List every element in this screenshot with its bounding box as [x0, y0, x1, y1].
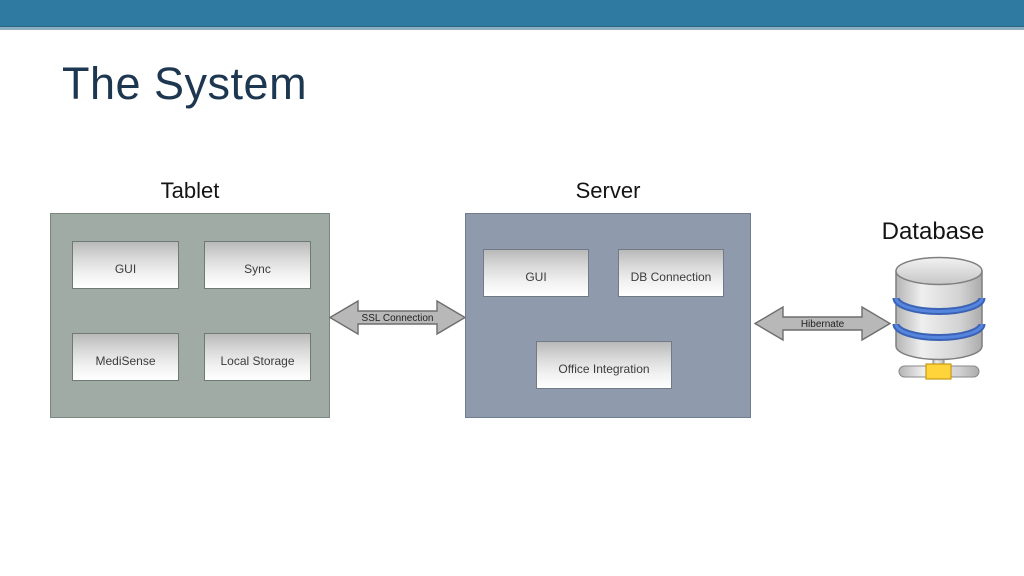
node-label: DB Connection: [630, 270, 712, 284]
node-server-db-connection: DB Connection: [618, 249, 724, 297]
connector-label: SSL Connection: [361, 312, 434, 324]
node-tablet-medisense: MediSense: [72, 333, 179, 381]
node-tablet-gui: GUI: [72, 241, 179, 289]
connector-label: Hibernate: [800, 318, 845, 330]
database-icon: [892, 253, 986, 386]
node-label: MediSense: [95, 354, 156, 368]
node-label: Local Storage: [220, 354, 295, 368]
double-arrow-icon: [329, 299, 466, 336]
node-server-gui: GUI: [483, 249, 589, 297]
node-label: Sync: [244, 262, 271, 276]
connector-hibernate: Hibernate: [754, 305, 891, 342]
node-label: GUI: [525, 270, 547, 284]
tablet-group-label: Tablet: [160, 178, 220, 203]
header-bar-accent: [0, 27, 1024, 30]
node-server-office-integration: Office Integration: [536, 341, 672, 389]
double-arrow-icon: [754, 305, 891, 342]
header-bar: [0, 0, 1024, 27]
node-tablet-sync: Sync: [204, 241, 311, 289]
node-label: GUI: [114, 262, 137, 276]
node-tablet-local-storage: Local Storage: [204, 333, 311, 381]
slide-title: The System: [62, 58, 308, 109]
database-label: Database: [881, 218, 985, 245]
connector-ssl: SSL Connection: [329, 299, 466, 336]
server-group-label: Server: [575, 178, 641, 203]
node-label: Office Integration: [558, 362, 650, 376]
